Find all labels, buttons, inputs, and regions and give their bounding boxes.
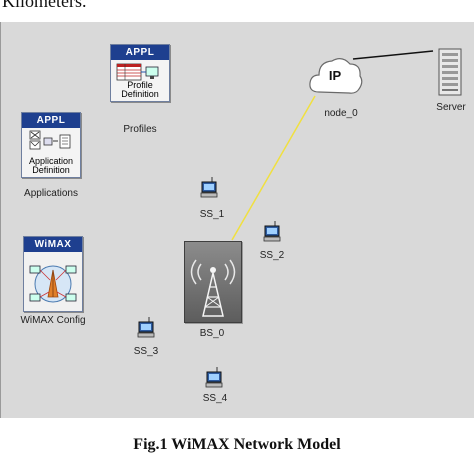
profiles-label: Profiles (123, 124, 157, 135)
server-label: Server (436, 102, 466, 113)
node-0-label: node_0 (324, 108, 358, 119)
application-line2: Definition (32, 165, 70, 175)
wired-link-node0-server[interactable] (352, 50, 434, 60)
ss-2-label: SS_2 (259, 250, 285, 261)
ss-4-label: SS_4 (202, 393, 228, 404)
ss-3-workstation-icon[interactable] (137, 316, 155, 338)
figure-caption: Fig.1 WiMAX Network Model (133, 436, 341, 453)
ip-cloud-node[interactable]: IP (307, 52, 363, 100)
appl-header: APPL (111, 45, 169, 60)
cloud-icon (309, 58, 363, 94)
application-icons (29, 130, 71, 150)
antenna-tower-icon (190, 259, 236, 317)
profile-line2: Definition (121, 89, 159, 99)
ss-2-workstation-icon[interactable] (263, 220, 281, 242)
application-line1: Application (28, 156, 74, 166)
bs-0-label: BS_0 (199, 328, 225, 339)
ss-1-label: SS_1 (199, 209, 225, 220)
base-station-node[interactable] (184, 241, 242, 323)
profile-grid-icon (116, 63, 159, 81)
profile-line1: Profile (127, 80, 153, 90)
server-icon[interactable] (437, 48, 467, 100)
wimax-config-label: WiMAX Config (20, 315, 86, 326)
ss-1-workstation-icon[interactable] (200, 176, 218, 198)
links-layer (231, 50, 434, 241)
appl-header: APPL (22, 113, 80, 128)
top-text: Kilometers. (2, 0, 87, 11)
wireless-link-bs0-node0[interactable] (231, 95, 316, 241)
ss-3-label: SS_3 (133, 346, 159, 357)
applications-label: Applications (24, 188, 78, 199)
wimax-header: WiMAX (24, 237, 82, 252)
cloud-text: IP (328, 68, 342, 83)
ss-4-workstation-icon[interactable] (205, 366, 223, 388)
wimax-config-node[interactable]: WiMAX (23, 236, 83, 312)
wimax-config-icon (29, 265, 77, 303)
